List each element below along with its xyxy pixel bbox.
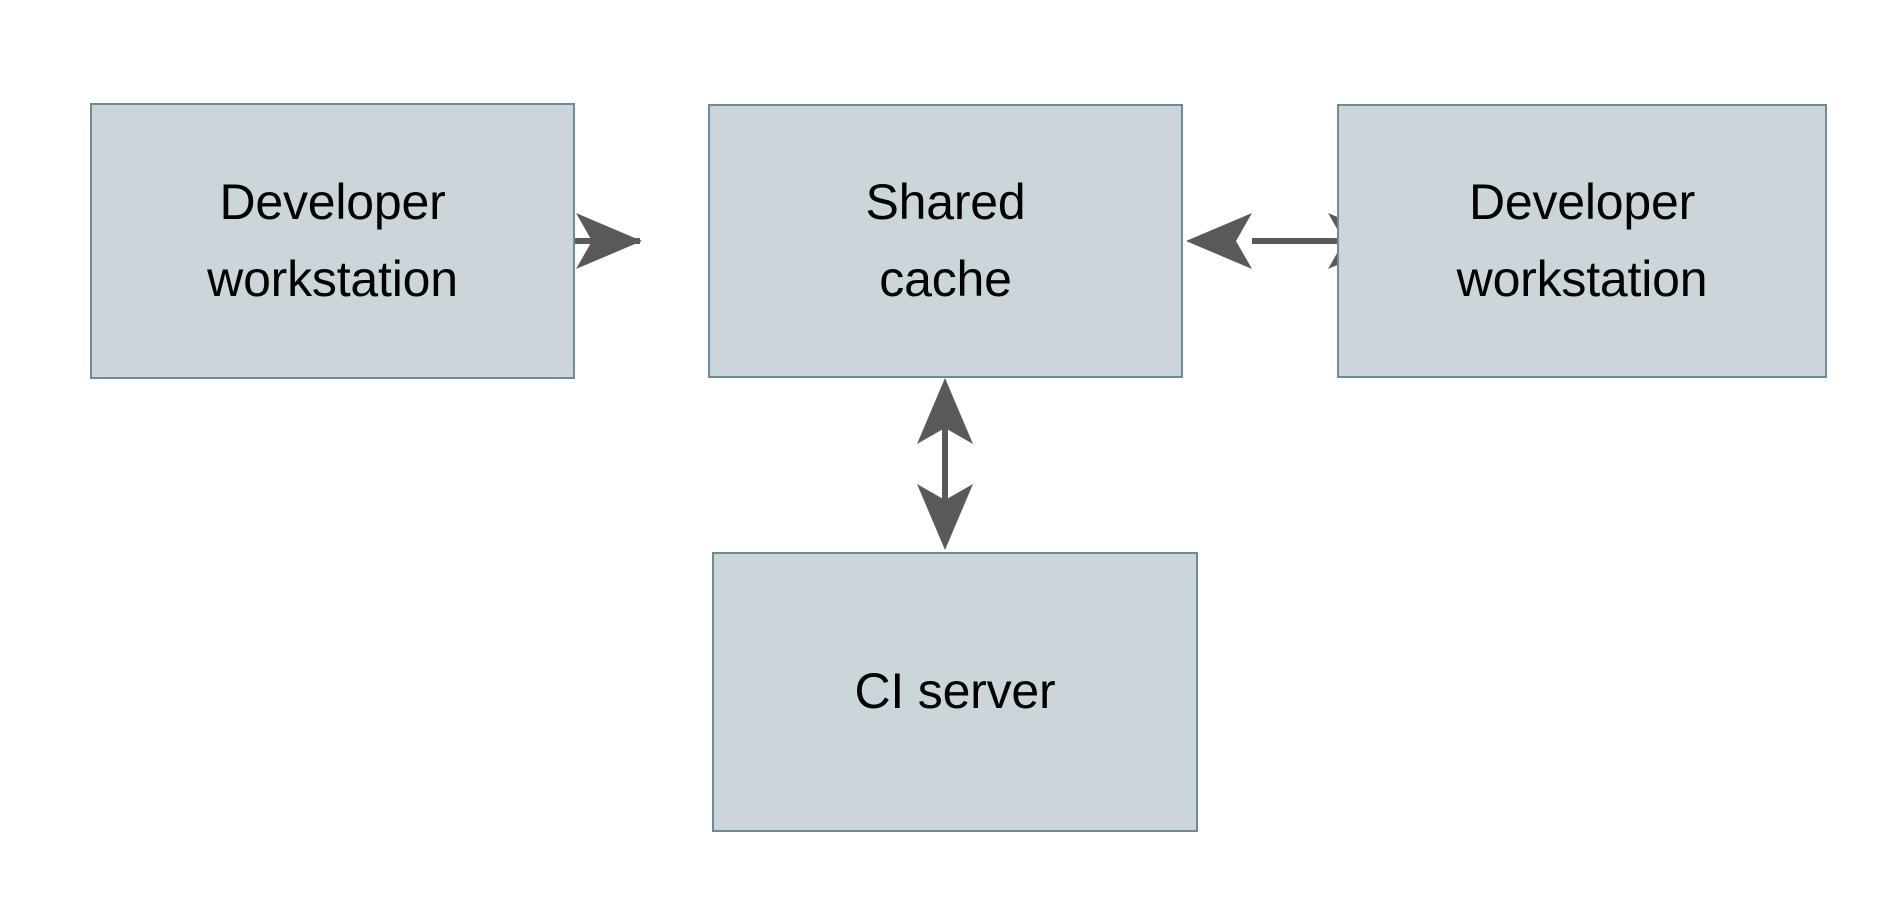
node-dev-workstation-left-label: Developer workstation: [207, 173, 458, 308]
edge-right-arrowhead-start: [1186, 213, 1252, 269]
edge-bottom-arrowhead-up: [917, 378, 973, 444]
edge-left-arrowhead-end: [576, 213, 642, 269]
node-dev-workstation-right[interactable]: Developer workstation: [1337, 104, 1827, 378]
node-ci-server-label: CI server: [854, 663, 1056, 720]
edge-bottom-arrow: [917, 378, 973, 550]
node-dev-workstation-left[interactable]: Developer workstation: [90, 103, 575, 379]
edge-bottom-arrowhead-down: [917, 484, 973, 550]
node-dev-workstation-right-label: Developer workstation: [1456, 173, 1708, 308]
node-shared-cache-label: Shared cache: [865, 173, 1026, 308]
node-ci-server[interactable]: CI server: [712, 552, 1198, 832]
node-shared-cache[interactable]: Shared cache: [708, 104, 1183, 378]
